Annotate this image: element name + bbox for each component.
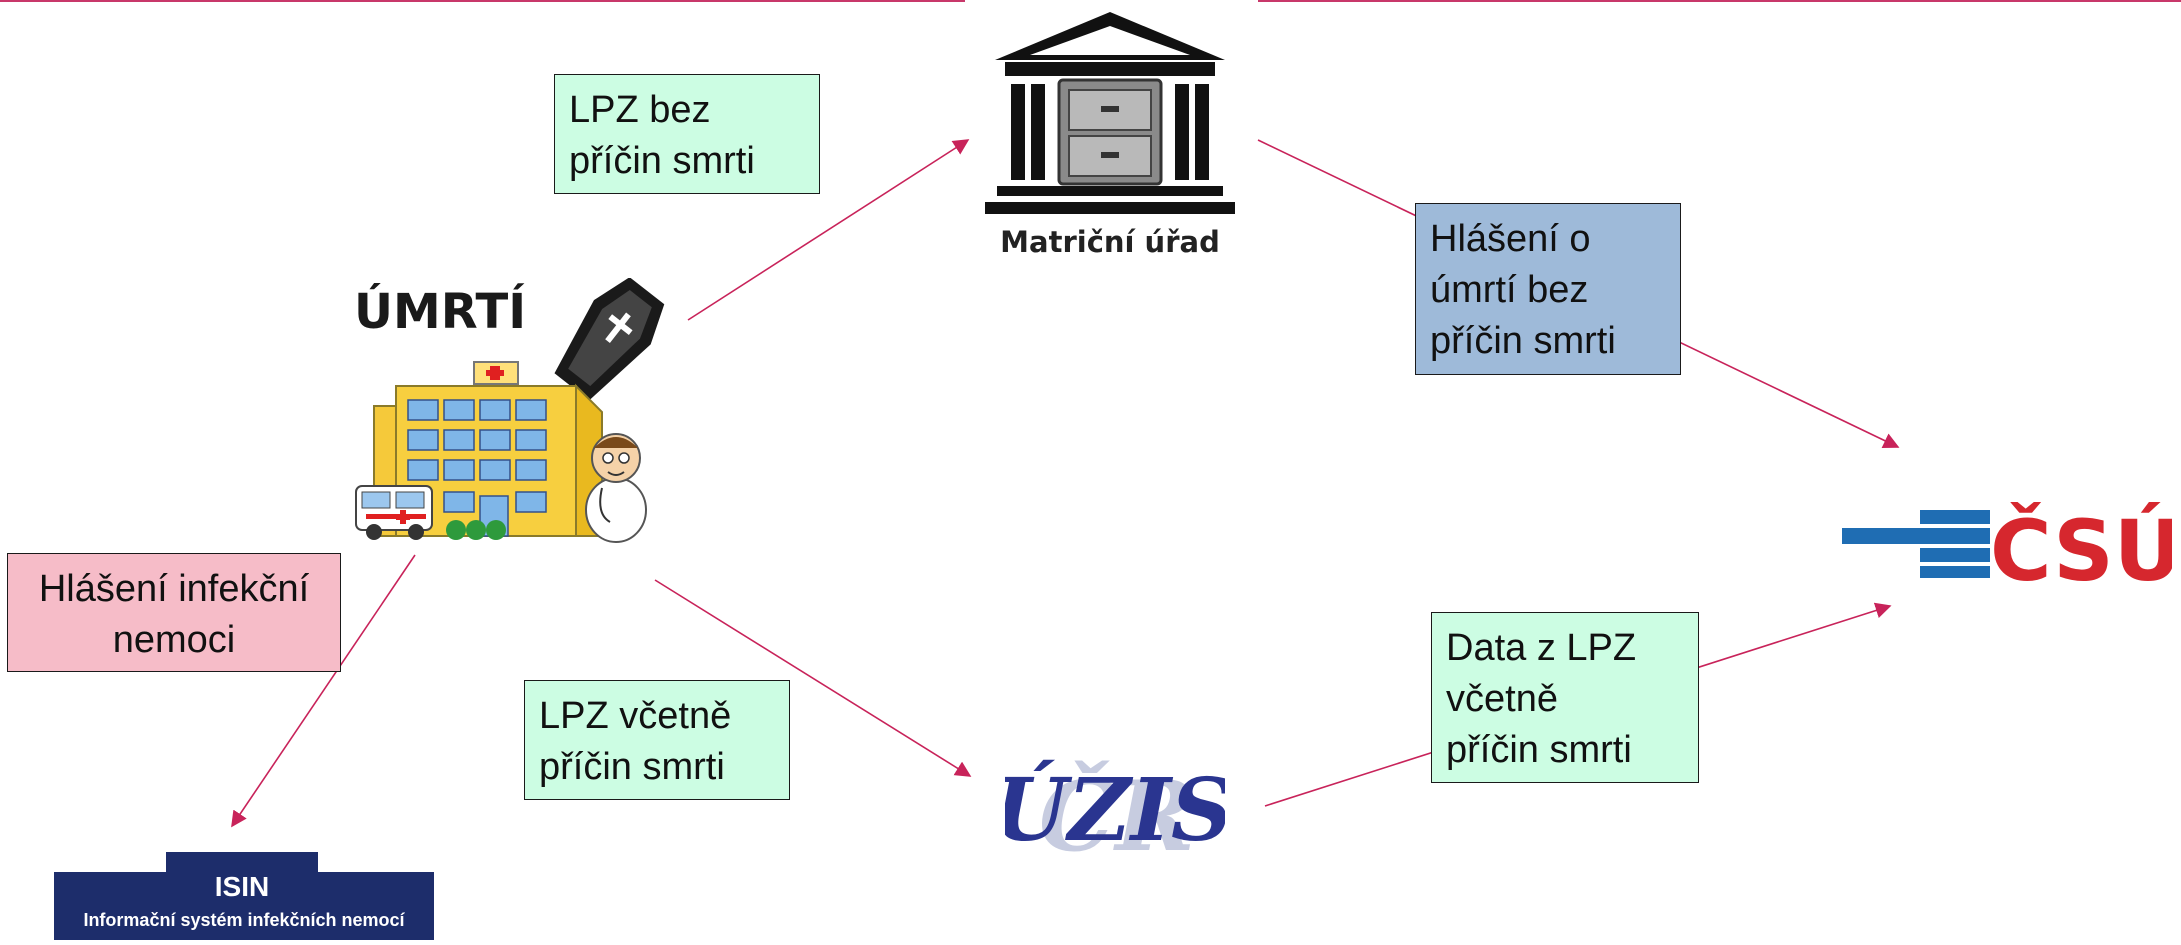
box-hlaseni-infekcni-nemoci: Hlášení infekční nemoci bbox=[7, 553, 341, 672]
umrti-label: ÚMRTÍ bbox=[354, 283, 526, 340]
box-line: příčin smrti bbox=[1430, 320, 1616, 362]
top-rule-right bbox=[1258, 0, 2181, 2]
uzis-label: ÚZIS bbox=[1005, 760, 1225, 861]
matrika-node: Matriční úřad bbox=[975, 10, 1245, 260]
uzis-node: ČR ÚZIS bbox=[993, 722, 1233, 873]
top-rule-left bbox=[0, 0, 965, 2]
box-line: příčin smrti bbox=[1446, 729, 1632, 771]
csu-label: ČSÚ bbox=[1990, 502, 2172, 590]
isin-title: ISIN bbox=[215, 871, 269, 902]
box-line: příčin smrti bbox=[539, 746, 725, 788]
registry-building-icon: Matriční úřad bbox=[985, 12, 1235, 259]
uzis-logo: ČR ÚZIS bbox=[993, 760, 1233, 873]
doctor-icon bbox=[585, 433, 647, 543]
box-line: LPZ bez bbox=[569, 89, 711, 131]
box-lpz-bez-pricin: LPZ bez příčin smrti bbox=[554, 74, 820, 194]
arrow-umrti-to-matrika bbox=[687, 139, 970, 321]
isin-logo: ISIN Informační systém infekčních nemocí bbox=[54, 852, 434, 940]
box-line: Data z LPZ bbox=[1446, 627, 1637, 669]
ambulance-icon bbox=[355, 485, 433, 540]
box-line: LPZ včetně bbox=[539, 695, 732, 737]
box-line: úmrtí bez bbox=[1430, 269, 1589, 311]
csu-logo: ČSÚ bbox=[1842, 502, 2181, 600]
box-data-z-lpz: Data z LPZ včetně příčin smrti bbox=[1431, 612, 1699, 783]
isin-node: ISIN Informační systém infekčních nemocí bbox=[54, 850, 434, 940]
box-lpz-vcetne-pricin: LPZ včetně příčin smrti bbox=[524, 680, 790, 800]
box-line: včetně bbox=[1446, 678, 1558, 720]
umrti-node: ÚMRTÍ bbox=[340, 277, 700, 548]
box-hlaseni-o-umrti: Hlášení o úmrtí bez příčin smrti bbox=[1415, 203, 1681, 375]
box-line: Hlášení o bbox=[1430, 218, 1591, 260]
box-line: nemoci bbox=[112, 619, 236, 661]
box-line: příčin smrti bbox=[569, 140, 755, 182]
coffin-icon bbox=[554, 277, 665, 401]
arrow-umrti-to-isin bbox=[231, 554, 416, 828]
arrow-umrti-to-uzis bbox=[654, 579, 972, 777]
hospital-coffin-icon: ÚMRTÍ bbox=[354, 277, 665, 543]
box-line: Hlášení infekční bbox=[38, 568, 310, 610]
csu-node: ČSÚ bbox=[1842, 500, 2181, 600]
isin-subtitle: Informační systém infekčních nemocí bbox=[83, 910, 405, 930]
matrika-label: Matriční úřad bbox=[1000, 225, 1220, 259]
svg-text:ČR: ČR bbox=[1039, 760, 1195, 862]
